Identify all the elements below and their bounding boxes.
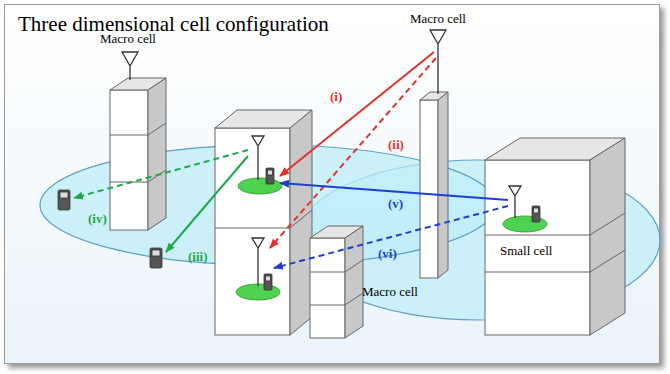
buildings-part (310, 305, 345, 306)
buildings-part (590, 250, 625, 272)
phones-part (150, 248, 162, 268)
phones-part (534, 208, 539, 213)
buildings-part (485, 235, 590, 236)
buildings-part (485, 272, 590, 273)
small-cell-areas-part (238, 178, 282, 194)
antennas-part (509, 186, 521, 218)
buildings-part (310, 272, 345, 273)
buildings-part (215, 228, 290, 229)
buildings-part (290, 110, 312, 335)
antennas-part (252, 136, 264, 180)
small-cell-areas-part (503, 216, 547, 232)
buildings-part (345, 293, 363, 305)
small-cell-areas (236, 178, 547, 300)
phones-part (264, 274, 272, 290)
cell-name: Macro cell (410, 12, 466, 27)
antennas-part (122, 52, 138, 80)
phones-part (268, 170, 273, 175)
link-arrows-part (274, 206, 508, 268)
buildings-part (110, 135, 148, 136)
link-arrows-part (166, 156, 248, 252)
buildings-part (215, 128, 290, 335)
callout-number: (ii) (388, 138, 404, 153)
phones-part (266, 168, 274, 184)
phones-part (60, 192, 68, 198)
antennas (122, 30, 521, 286)
callout-number: (vi) (378, 247, 397, 262)
antennas-part (252, 238, 264, 286)
cell-name: Macro cell (362, 285, 418, 300)
buildings-part (438, 92, 448, 278)
phones (58, 168, 540, 290)
buildings-part (345, 260, 363, 272)
phones-part (58, 190, 70, 210)
buildings-part (310, 238, 345, 338)
buildings-part (110, 90, 148, 230)
phones-part (152, 250, 160, 256)
cell-name: Small cell (500, 244, 552, 259)
buildings-part (148, 78, 166, 230)
cell-name: Macro cell (100, 32, 156, 47)
buildings-part (485, 160, 590, 335)
link-arrows (74, 52, 508, 268)
callout-number: (iii) (188, 250, 208, 265)
callout-number: (iv) (88, 212, 107, 227)
link-arrows-part (280, 52, 434, 176)
buildings-part (590, 138, 625, 335)
buildings-part (590, 213, 625, 235)
buildings-part (420, 100, 438, 278)
link-arrows-part (270, 58, 436, 248)
buildings-part (148, 123, 166, 135)
callout-number: (i) (330, 90, 342, 105)
small-cell-areas-part (236, 284, 280, 300)
callout-number: (v) (388, 197, 403, 212)
link-arrows-part (74, 150, 248, 198)
buildings-part (345, 226, 363, 338)
buildings (110, 78, 625, 338)
diagram-title: Three dimensional cell configuration (18, 12, 329, 36)
phones-part (532, 206, 540, 222)
phones-part (266, 276, 271, 281)
